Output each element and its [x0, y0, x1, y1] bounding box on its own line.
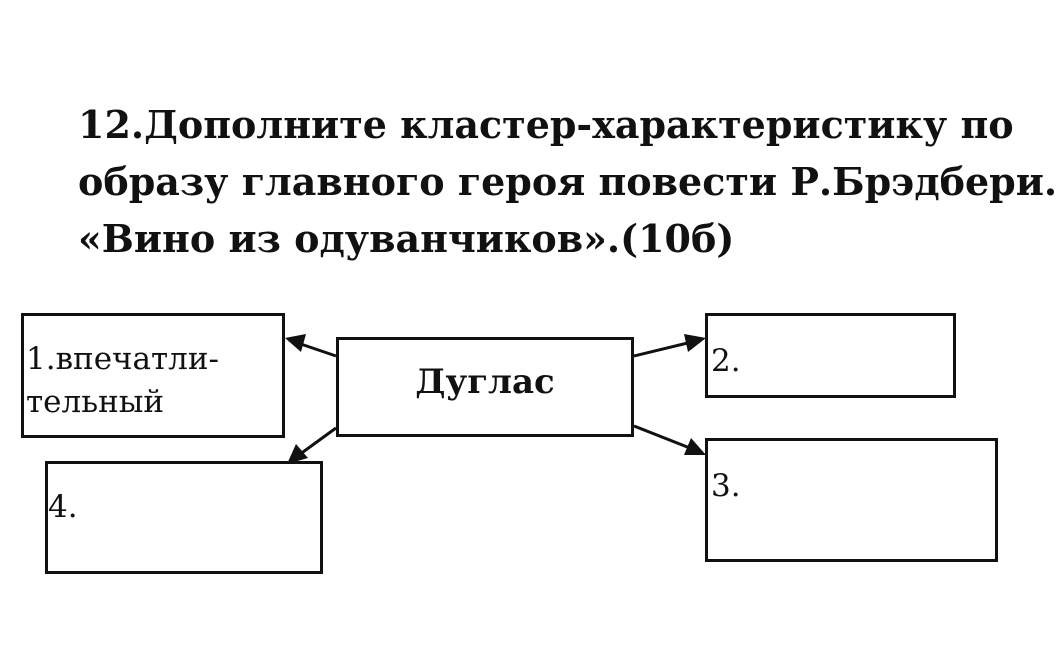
- cluster-node-4[interactable]: 4.: [45, 461, 323, 574]
- arrow-to-node-2: [633, 334, 706, 358]
- task-heading: 12.Дополните кластер-характеристику по о…: [78, 96, 1058, 267]
- arrow-to-node-3: [633, 424, 706, 455]
- cluster-node-1-text: 1.впечатли- тельный: [26, 341, 219, 420]
- arrow-to-node-4: [287, 426, 337, 464]
- cluster-node-1[interactable]: 1.впечатли- тельный: [21, 313, 285, 438]
- arrow-to-node-1: [285, 334, 337, 358]
- cluster-node-3[interactable]: 3.: [705, 438, 998, 562]
- cluster-node-2-text: 2.: [711, 343, 741, 379]
- cluster-node-3-text: 3.: [711, 468, 741, 504]
- task-heading-line-1: 12.Дополните кластер-характеристику по: [78, 102, 1014, 147]
- center-node: Дуглас: [336, 337, 634, 437]
- cluster-node-4-text: 4.: [48, 489, 78, 525]
- task-heading-line-3: «Вино из одуванчиков».(10б): [78, 216, 735, 261]
- task-heading-line-2: образу главного героя повести Р.Брэдбери…: [78, 159, 1058, 204]
- center-node-label: Дуглас: [415, 362, 555, 402]
- cluster-node-2[interactable]: 2.: [705, 313, 956, 398]
